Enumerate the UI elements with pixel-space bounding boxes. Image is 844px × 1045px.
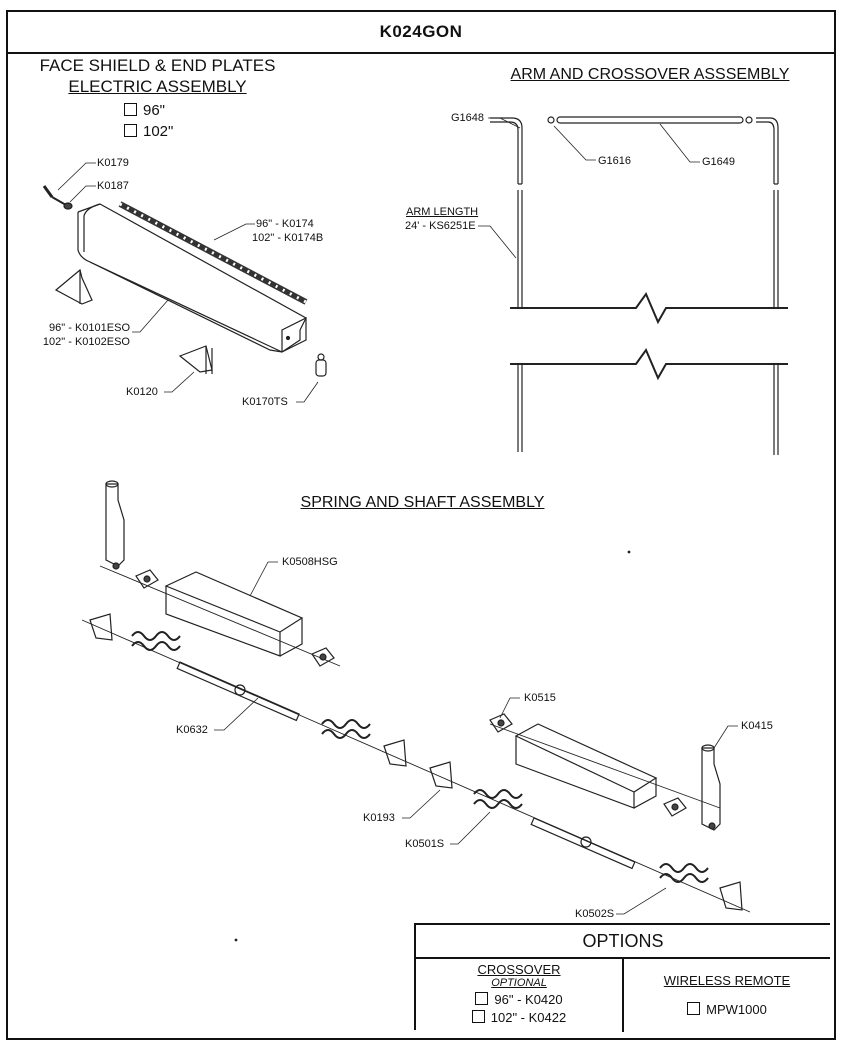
arm-bracket-part [701,744,721,831]
face-shield-part [77,203,307,353]
face-shield-title-line2: ELECTRIC ASSEMBLY [68,77,247,96]
label-arm-length: ARM LENGTH [406,206,479,218]
crossover-96-checkbox[interactable]: 96" - K0420 [416,992,622,1007]
label-k0632: K0632 [176,724,208,736]
end-plate-part [54,268,93,305]
option-96-checkbox[interactable]: 96" [124,102,165,119]
shaft-centerline [81,565,751,913]
spring-assembly-title: SPRING AND SHAFT ASSEMBLY [300,494,545,511]
checkbox-icon [124,103,137,116]
label-k0174b: 102" - K0174B [252,232,324,244]
label-k0415: K0415 [741,720,773,732]
switch-part [315,353,327,377]
label-k0170ts: K0170TS [242,396,288,408]
checkbox-icon [471,1010,485,1023]
label-k0174: 96" - K0174 [256,218,314,230]
wireless-options: WIRELESS REMOTE MPW1000 [622,959,830,1032]
leader-lines [214,561,738,915]
options-title: OPTIONS [416,925,830,959]
bearing-part [135,569,687,817]
checkbox-icon [124,124,137,137]
crossover-heading: CROSSOVER [477,962,561,977]
drawing-sheet: K024GON [6,10,836,1040]
face-shield-title: FACE SHIELD & END PLATES ELECTRIC ASSEMB… [30,55,285,97]
wireless-heading: WIRELESS REMOTE [663,973,791,988]
leader-lines [478,117,700,259]
break-line [510,291,788,381]
label-k0187: K0187 [97,180,129,192]
label-k0101eso: 96" - K0101ESO [49,322,130,334]
spring-housing-part [164,571,304,657]
crossover-subheading: OPTIONAL [491,977,547,989]
leader-lines [57,162,319,403]
label-k0179: K0179 [97,157,129,169]
spring-housing-part [514,723,658,809]
bolt-part [42,185,67,206]
face-shield-title-line1: FACE SHIELD & END PLATES [39,56,276,75]
arm-assembly-title: ARM AND CROSSOVER ASSSEMBLY [510,66,790,83]
arm-bracket-part [105,480,125,570]
label-k0102eso: 102" - K0102ESO [42,336,130,348]
hinge-strip-part [118,201,308,305]
option-102-checkbox[interactable]: 102" [124,123,173,140]
label-g1648: G1648 [451,112,485,124]
checkbox-icon [687,1002,701,1015]
sheet-title: K024GON [8,12,834,54]
label-k0501s: K0501S [405,838,445,850]
checkbox-icon [475,992,489,1005]
torsion-spring-part [131,631,709,883]
end-plate-part [178,345,213,374]
label-g1616: G1616 [598,155,632,167]
label-k0193: K0193 [363,812,395,824]
arm-crossover-part [490,116,779,455]
mpw1000-checkbox[interactable]: MPW1000 [624,1002,830,1017]
label-k0120: K0120 [126,386,158,398]
spring-bracket-part [89,613,743,911]
label-g1649: G1649 [702,156,736,168]
crossover-102-checkbox[interactable]: 102" - K0422 [416,1010,622,1025]
label-k0515: K0515 [524,692,556,704]
crossover-options: CROSSOVER OPTIONAL 96" - K0420 102" - K0… [416,959,622,1032]
nut-part [63,202,73,210]
shaft-part [176,661,636,870]
label-k0508hsg: K0508HSG [282,556,338,568]
label-k0502s: K0502S [575,908,615,920]
options-box: OPTIONS CROSSOVER OPTIONAL 96" - K0420 1… [414,923,830,1032]
label-ks6251e: 24' - KS6251E [405,220,476,232]
